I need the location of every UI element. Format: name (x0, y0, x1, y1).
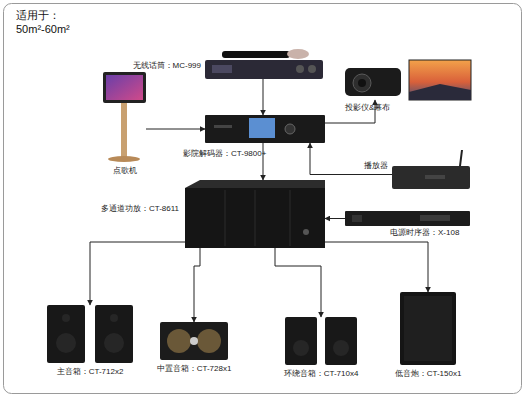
device-label: 环绕音箱：CT-710x4 (284, 369, 359, 379)
device-label: 电源时序器：X-108 (390, 228, 459, 238)
projector (345, 68, 401, 96)
surround-speakers (285, 317, 357, 365)
amplifier (185, 180, 325, 248)
projection-screen (409, 60, 471, 100)
signal-arrow (263, 143, 264, 180)
device-node: 投影仪&幕布 (345, 60, 471, 100)
device-node: 低音炮：CT-150x1 (400, 292, 456, 365)
device-label: 投影仪&幕布 (345, 103, 390, 113)
device-node: 播放器 (392, 160, 470, 189)
device-node: 影院解码器：CT-9800+ (205, 115, 325, 143)
main-speakers (47, 305, 133, 363)
decoder-unit (205, 115, 325, 143)
device-label: 播放器 (364, 161, 388, 171)
device-label: 主音箱：CT-712x2 (57, 367, 124, 377)
signal-arrow (90, 242, 185, 305)
device-node: 电源时序器：X-108 (345, 211, 470, 226)
signal-arrow (325, 242, 428, 292)
device-label: 无线话筒：MC-999 (133, 61, 201, 71)
device-node: 环绕音箱：CT-710x4 (285, 317, 357, 365)
device-node: 点歌机 (103, 72, 146, 162)
device-node: 主音箱：CT-712x2 (47, 305, 133, 363)
device-label: 影院解码器：CT-9800+ (183, 149, 266, 159)
device-label: 多通道功放：CT-8611 (101, 204, 179, 214)
device-label: 点歌机 (113, 166, 137, 176)
device-label: 中置音箱：CT-728x1 (157, 364, 232, 374)
outer-frame (4, 4, 522, 394)
signal-arrow (263, 79, 264, 115)
signal-arrow (146, 129, 205, 130)
device-node: 无线话筒：MC-999 (205, 51, 323, 79)
signal-arrow (194, 248, 200, 322)
media-player (392, 150, 470, 189)
signal-arrow (310, 143, 392, 175)
signal-arrow (275, 248, 321, 317)
device-node: 中置音箱：CT-728x1 (160, 322, 228, 360)
device-node: 多通道功放：CT-8611 (185, 180, 325, 248)
diagram-title: 适用于： 50m²-60m² (16, 8, 78, 36)
device-label: 低音炮：CT-150x1 (395, 369, 462, 379)
mic-receiver (205, 49, 323, 79)
power-sequencer (345, 211, 470, 226)
subwoofer (400, 292, 456, 365)
signal-arrow (325, 218, 345, 219)
center-speaker (160, 322, 228, 360)
song-kiosk (103, 72, 146, 162)
